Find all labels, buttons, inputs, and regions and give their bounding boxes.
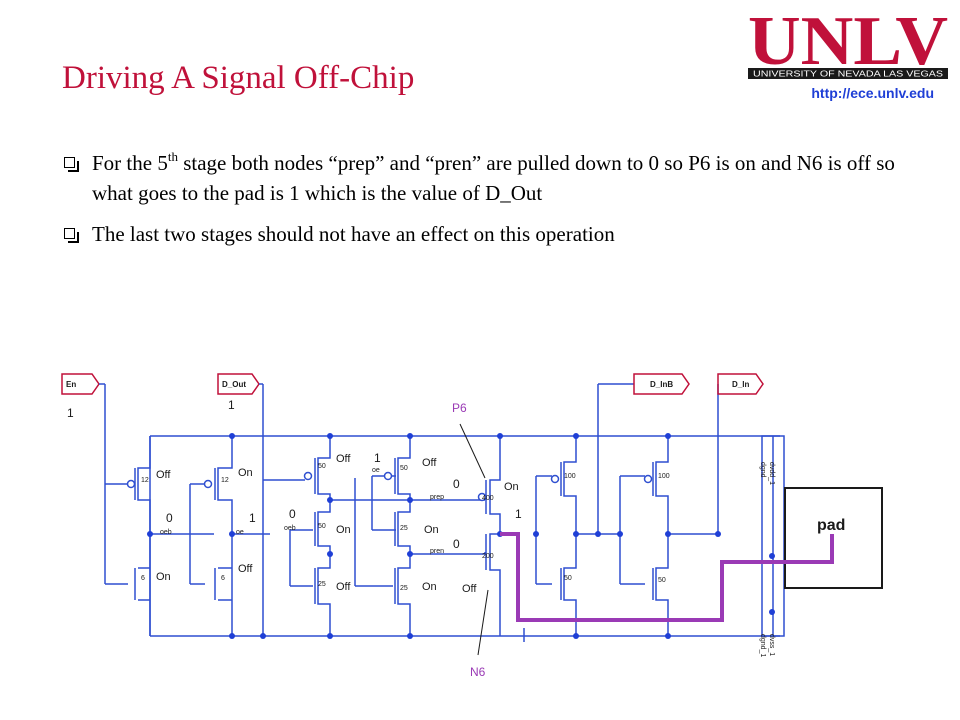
g2-n1-state: On bbox=[424, 524, 439, 536]
bullet-text: The last two stages should not have an e… bbox=[92, 222, 615, 246]
rx-p1-size: 100 bbox=[564, 473, 576, 480]
bullet-text-post: stage both nodes “prep” and “pren” are p… bbox=[92, 151, 895, 205]
g1-n1-state: On bbox=[336, 524, 351, 536]
rail-dvdd-label: dvdd_1 bbox=[768, 462, 775, 485]
rail-dgnd-bot-label: dgnd_1 bbox=[759, 634, 766, 657]
inv2-p-size: 12 bbox=[221, 477, 229, 484]
oeb-mid-value: 0 bbox=[289, 507, 296, 521]
g2-n1-size: 25 bbox=[400, 525, 408, 532]
pin-d-in-label: D_In bbox=[732, 380, 749, 389]
pad-label: pad bbox=[817, 517, 845, 534]
net-prep-label: prep bbox=[430, 494, 444, 501]
rail-dvss-label: dvss_1 bbox=[768, 634, 775, 656]
g1-n2-size: 25 bbox=[318, 581, 326, 588]
g1-n2-state: Off bbox=[336, 581, 351, 593]
net-oe-top-label: oe bbox=[372, 467, 380, 474]
inv1-n-size: 6 bbox=[141, 575, 145, 582]
bullet-text-sup: th bbox=[167, 149, 178, 164]
pren-value: 0 bbox=[453, 537, 460, 551]
g1-n1-size: 50 bbox=[318, 523, 326, 530]
pin-d-out-label: D_Out bbox=[222, 380, 246, 389]
unlv-logo: UNLV UNIVERSITY OF NEVADA LAS VEGAS bbox=[748, 4, 948, 80]
oe-value: 1 bbox=[249, 511, 256, 525]
p6-state: On bbox=[504, 481, 519, 493]
inv1-p-state: Off bbox=[156, 469, 171, 481]
rx-n1-size: 50 bbox=[564, 575, 572, 582]
g2-n2-size: 25 bbox=[400, 585, 408, 592]
inv2-n-state: Off bbox=[238, 563, 253, 575]
inv1-p-size: 12 bbox=[141, 477, 149, 484]
g2-n2-state: On bbox=[422, 581, 437, 593]
inv2-n-size: 6 bbox=[221, 575, 225, 582]
rx-p2-size: 100 bbox=[658, 473, 670, 480]
n6-callout: N6 bbox=[470, 665, 486, 679]
logo-subtitle: UNIVERSITY OF NEVADA LAS VEGAS bbox=[753, 70, 943, 79]
en-value: 1 bbox=[67, 406, 74, 420]
bullet-item: For the 5th stage both nodes “prep” and … bbox=[62, 148, 902, 208]
bullet-item: The last two stages should not have an e… bbox=[62, 219, 902, 249]
pin-d-inb-label: D_InB bbox=[650, 380, 673, 389]
pad-box bbox=[784, 487, 883, 589]
logo-wordmark: UNLV bbox=[748, 4, 948, 80]
bullet-text-pre: For the 5 bbox=[92, 151, 168, 175]
site-url-link[interactable]: http://ece.unlv.edu bbox=[811, 85, 934, 101]
checkbox-bullet-icon bbox=[64, 228, 79, 243]
pad-node-value: 1 bbox=[515, 507, 522, 521]
net-oeb-label: oeb bbox=[160, 529, 172, 536]
g1-p-size: 50 bbox=[318, 463, 326, 470]
g2-p-state: Off bbox=[422, 457, 437, 469]
bullet-list: For the 5th stage both nodes “prep” and … bbox=[62, 148, 902, 260]
net-pren-label: pren bbox=[430, 548, 444, 555]
net-oe-label: oe bbox=[236, 529, 244, 536]
oe-top-value: 1 bbox=[374, 451, 381, 465]
p6-callout: P6 bbox=[452, 401, 467, 415]
rail-dgnd-label: dgnd bbox=[759, 462, 766, 478]
rx-n2-size: 50 bbox=[658, 577, 666, 584]
g2-p-size: 50 bbox=[400, 465, 408, 472]
prep-value: 0 bbox=[453, 477, 460, 491]
d-out-value: 1 bbox=[228, 398, 235, 412]
n6-size: 200 bbox=[482, 553, 494, 560]
g1-p-state: Off bbox=[336, 453, 351, 465]
slide-title: Driving A Signal Off-Chip bbox=[62, 60, 415, 96]
inv1-n-state: On bbox=[156, 571, 171, 583]
oeb-value: 0 bbox=[166, 511, 173, 525]
p6-size: 400 bbox=[482, 495, 494, 502]
checkbox-bullet-icon bbox=[64, 157, 79, 172]
circuit-schematic: En D_Out D_InB D_In 1 1 0 1 1 0 0 0 1 oe… bbox=[61, 373, 883, 679]
inv2-p-state: On bbox=[238, 467, 253, 479]
net-oeb-mid-label: oeb bbox=[284, 525, 296, 532]
n6-state: Off bbox=[462, 583, 477, 595]
pad-trace bbox=[500, 532, 834, 622]
pin-en-label: En bbox=[66, 380, 76, 389]
